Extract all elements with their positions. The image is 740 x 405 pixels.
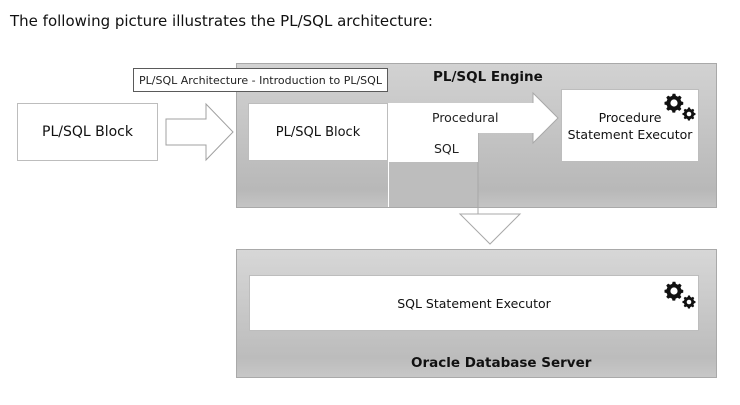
plsql-engine-title: PL/SQL Engine [433, 69, 543, 85]
inner-plsql-block: PL/SQL Block [248, 103, 388, 161]
intro-text: The following picture illustrates the PL… [10, 12, 433, 30]
procedural-arrow [388, 93, 558, 143]
procedure-executor-line1: Procedure [598, 109, 662, 125]
inner-plsql-block-label: PL/SQL Block [275, 124, 361, 140]
oracle-database-server-title: Oracle Database Server [411, 355, 592, 371]
image-caption: PL/SQL Architecture - Introduction to PL… [133, 68, 388, 92]
procedural-label: Procedural [432, 110, 499, 125]
outer-plsql-block-label: PL/SQL Block [42, 124, 133, 140]
sql-statement-executor: SQL Statement Executor [249, 275, 699, 331]
gears-icon [664, 281, 696, 309]
gears-icon [664, 93, 696, 121]
sql-statement-executor-label: SQL Statement Executor [397, 295, 551, 311]
sql-label: SQL [434, 141, 459, 156]
procedure-executor-line2: Statement Executor [567, 126, 693, 142]
input-arrow [165, 102, 234, 162]
outer-plsql-block: PL/SQL Block [17, 103, 158, 161]
